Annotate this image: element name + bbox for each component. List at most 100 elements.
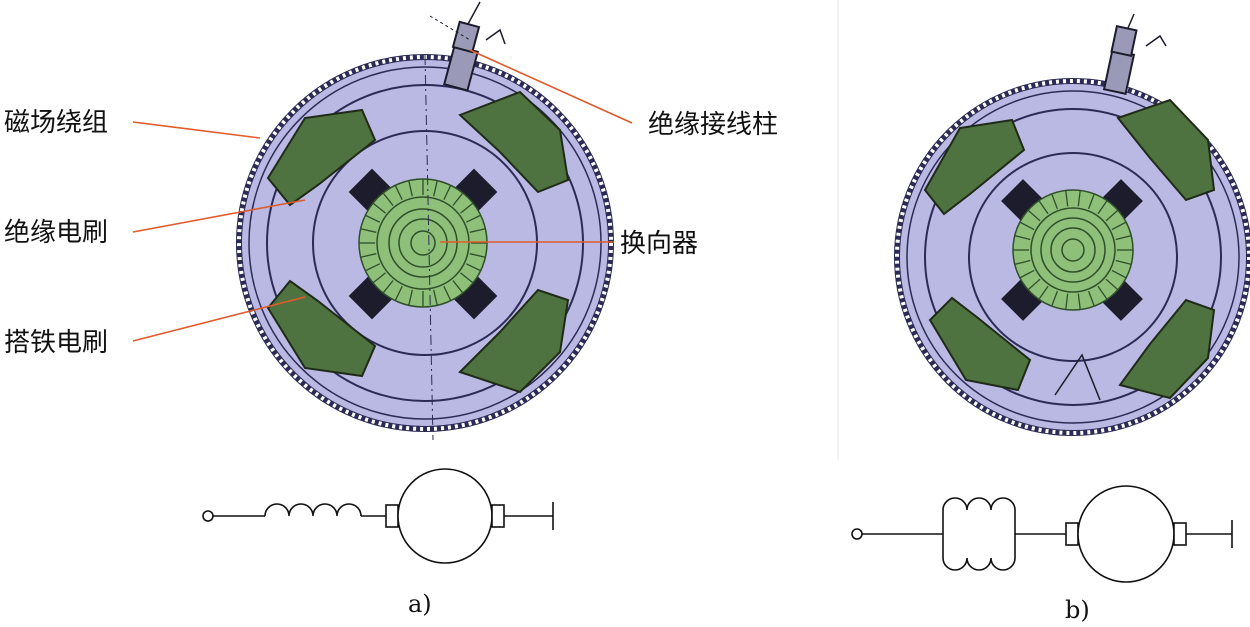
commutator-segment [1115,235,1132,241]
motor-a-terminal-axis [429,15,471,41]
commutator-segment [1077,190,1081,207]
commutator-segment [1111,221,1127,231]
leader-grounded-brush [132,296,306,342]
caption-b: b) [1065,596,1090,624]
schematic-a-brush-left [385,504,399,528]
leader-insulated-brush [132,199,306,233]
schematic-b-brush-left [1065,522,1079,546]
commutator-segment [1105,209,1119,222]
motor-b-commutator-mid [1030,207,1116,293]
motor-a-commutator-ring2 [398,218,448,268]
motor-b-coil-bottom-right [1118,298,1216,400]
commutator-segment [372,202,386,214]
motor-a-commutator-ring3 [410,230,436,256]
motor-b-coil-top-right [1116,98,1216,202]
label-grounded-brush: 搭铁电刷 [4,328,108,358]
commutator-segment [469,228,486,233]
motor-a-coil-bottom-left [266,279,377,378]
commutator-segment [1014,235,1031,241]
commutator-segment [1038,200,1049,215]
motor-b-commutator [1012,189,1134,311]
commutator-segment [408,180,413,197]
leader-field-winding [132,121,261,139]
commutator-segment [433,180,438,197]
motor-b-terminal-wire [1145,34,1167,47]
motor-a-coil-top-left [266,108,377,207]
commutator-segment [1097,285,1108,300]
motor-a-terminal-wire [485,28,506,45]
motor-b-terminal-head [1110,25,1138,57]
commutator-segment [433,289,438,306]
motor-a-terminal-head [451,20,481,54]
commutator-segment [1111,269,1127,279]
label-insulated-brush: 绝缘电刷 [4,218,108,248]
schematic-a-brush-right [491,504,505,528]
dc-motor-symbol-icon [1077,485,1175,583]
motor-a-coil-top-right [458,90,570,194]
motor-b-hatch [895,79,1250,435]
motor-a-inner-ring [312,130,538,356]
commutator-segment [1065,190,1069,207]
leader-insulated-terminal [469,49,633,124]
commutator-segment [372,272,386,284]
motor-a-commutator-mid [376,196,470,290]
commutator-segment [1019,269,1035,279]
schematic-a-terminal-icon [202,510,214,522]
commutator-segment [1115,259,1132,265]
label-commutator: 换向器 [620,229,698,259]
motor-b-coil-bottom-left [928,296,1032,392]
commutator-segment [1051,193,1059,210]
motor-a-coil-bottom-right [458,288,570,394]
commutator-segment [408,289,413,306]
commutator-segment [1038,285,1049,300]
label-insulated-terminal: 绝缘接线柱 [648,110,778,140]
schematic-b: b) [851,485,1233,624]
commutator-segment [365,263,381,272]
commutator-segment [465,263,481,272]
motor-a-commutator-segments [359,179,487,307]
motor-a-commutator [358,178,488,308]
commutator-segment [382,280,394,294]
schematic-b-brush-right [1173,522,1187,546]
motor-a-terminal-stud [467,1,481,25]
motor-a-frame-ring [266,84,584,402]
commutator-segment [1065,293,1069,310]
commutator-segment [1051,290,1059,307]
schematic-b-terminal-icon [851,528,863,540]
commutator-segment [452,192,464,206]
dc-motor-symbol-icon [397,468,493,564]
motor-a-axis [424,54,434,441]
motor-b-commutator-ring2 [1050,227,1096,273]
commutator-segment [1019,221,1035,231]
motor-a-field-windings [266,90,570,394]
commutator-segment [1097,200,1108,215]
commutator-segment [460,202,474,214]
commutator-segment [1087,290,1095,307]
motor-b-commutator-segments [1013,190,1133,310]
inductor-coil-icon [942,497,1016,571]
commutator-segment [1014,259,1031,265]
commutator-segment [360,253,377,258]
motor-b-terminal [1102,13,1167,96]
motor-b-coil-top-left [923,118,1026,216]
motor-b-inner-ring [968,152,1178,362]
commutator-segment [365,214,381,223]
schematic-a: a) [202,468,554,618]
motor-a-commutator-ring1 [388,208,458,278]
commutator-segment [360,228,377,233]
motor-b-commutator-ring3 [1061,238,1085,262]
commutator-segment [460,272,474,284]
motor-b-frame-ring [924,108,1222,406]
commutator-segment [1077,293,1081,310]
label-field-winding: 磁场绕组 [4,108,108,138]
caption-a: a) [408,590,432,618]
motor-b-field-windings [923,98,1216,400]
commutator-segment [1027,278,1041,291]
commutator-segment [452,280,464,294]
motor-b [894,13,1250,436]
commutator-segment [1087,193,1095,210]
commutator-segment [443,285,452,301]
commutator-segment [465,214,481,223]
